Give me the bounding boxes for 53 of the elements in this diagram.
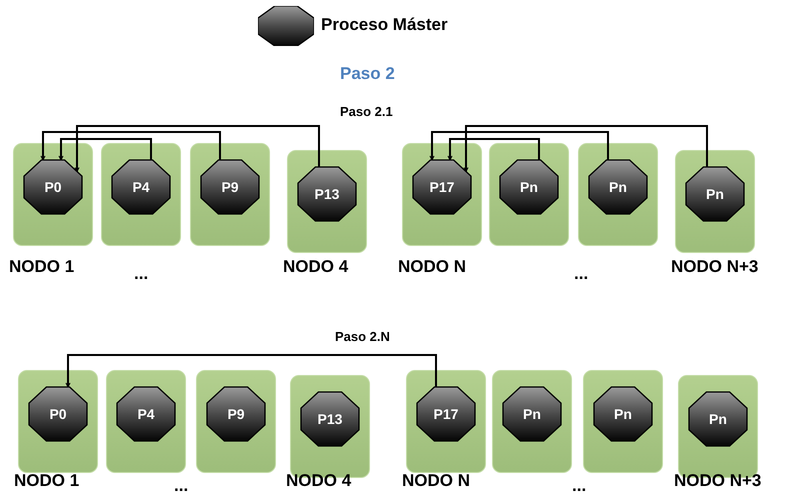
node-box bbox=[489, 143, 569, 246]
node-caption: NODO N bbox=[398, 257, 466, 277]
arrow bbox=[448, 138, 540, 160]
node-caption: NODO N+3 bbox=[671, 257, 758, 277]
process-octagon: Pn bbox=[689, 392, 747, 446]
node-box bbox=[190, 143, 270, 246]
ellipsis-text: ... bbox=[134, 264, 148, 284]
ellipsis-text: ... bbox=[574, 264, 588, 284]
node-box bbox=[18, 370, 98, 473]
node-box bbox=[106, 370, 186, 473]
node-box bbox=[402, 143, 482, 246]
process-octagon: P0 bbox=[29, 387, 87, 441]
node-caption: NODO 1 bbox=[9, 257, 74, 277]
process-octagon: Pn bbox=[500, 160, 558, 214]
process-octagon: Pn bbox=[589, 160, 647, 214]
process-octagon: Pn bbox=[686, 167, 744, 221]
arrow bbox=[40, 131, 221, 160]
ellipsis-text: ... bbox=[572, 476, 586, 496]
arrow bbox=[66, 354, 437, 388]
process-octagon: P4 bbox=[112, 160, 170, 214]
process-octagon: P9 bbox=[207, 387, 265, 441]
node-box bbox=[287, 150, 367, 253]
step-title: Paso 2 bbox=[340, 64, 395, 84]
node-caption: NODO N bbox=[402, 471, 470, 491]
arrow bbox=[464, 125, 708, 172]
process-octagon: Pn bbox=[503, 387, 561, 441]
node-box bbox=[675, 150, 755, 253]
node-box bbox=[492, 370, 572, 473]
process-octagon: P4 bbox=[117, 387, 175, 441]
arrow bbox=[430, 131, 609, 160]
node-box bbox=[406, 370, 486, 473]
node-caption: NODO 4 bbox=[286, 471, 352, 491]
process-octagon: P0 bbox=[24, 160, 82, 214]
process-octagon: P17 bbox=[413, 160, 471, 214]
step-label: Paso 2.1 bbox=[340, 104, 393, 119]
node-box bbox=[196, 370, 276, 473]
node-box bbox=[578, 143, 658, 246]
node-box bbox=[13, 143, 93, 246]
legend-text: Proceso Máster bbox=[321, 15, 448, 35]
node-caption: NODO 4 bbox=[283, 257, 348, 277]
process-octagon: P9 bbox=[201, 160, 259, 214]
process-octagon: P13 bbox=[301, 392, 359, 446]
node-caption: NODO N+3 bbox=[674, 471, 762, 491]
node-box bbox=[583, 370, 663, 473]
ellipsis-text: ... bbox=[174, 476, 188, 496]
arrow bbox=[74, 125, 320, 172]
step-label: Paso 2.N bbox=[335, 329, 390, 344]
process-octagon: Pn bbox=[594, 387, 652, 441]
arrow bbox=[58, 138, 152, 160]
node-caption: NODO 1 bbox=[14, 471, 80, 491]
node-box bbox=[101, 143, 181, 246]
process-octagon: P13 bbox=[298, 167, 356, 221]
process-octagon: P17 bbox=[417, 387, 475, 441]
